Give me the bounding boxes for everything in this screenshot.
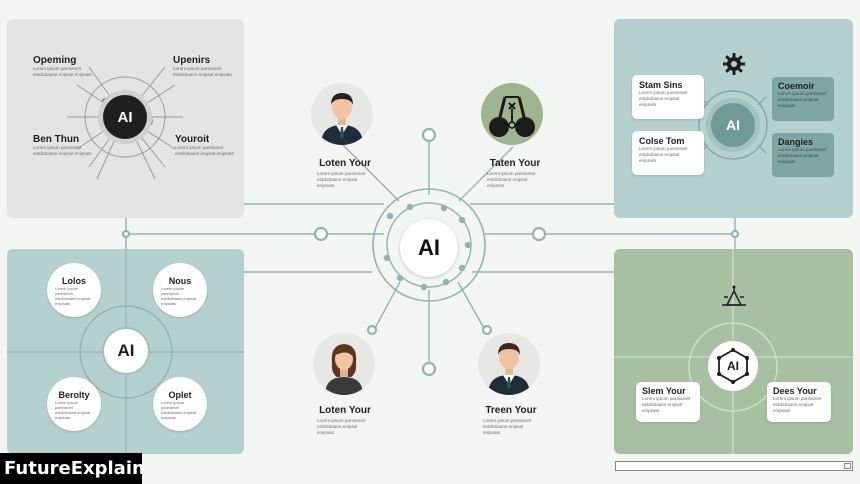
- bubble-slem-your: Slem Your Lorem ipsum pareiamet estdicti…: [636, 382, 700, 422]
- person-2-caption: Taten Your Lorem ipsum pareiamet estdict…: [487, 158, 541, 188]
- hub-label: AI: [117, 108, 133, 126]
- ai-chip-icon: [717, 348, 749, 384]
- person-4-caption: Treen Your Lorem ipsum pareiamet estdict…: [483, 405, 537, 435]
- bubble-colse-tom: Colse Tom Lorem ipsum pareiamet estdicti…: [632, 131, 704, 175]
- person-icon: [325, 344, 363, 395]
- item-ben-thun: Ben Thun Lorem ipsum pareiamet estdictia…: [33, 134, 92, 156]
- hub-label: AI: [117, 341, 135, 360]
- tag-dangies: Dangies Lorem ipsum pareiamet estdictiaa…: [772, 133, 834, 177]
- panel-top-right-lines: [698, 90, 768, 160]
- panel-top-left: AI Opeming Lorem ipsum pareiamet estdict…: [7, 19, 244, 218]
- panel-bottom-left: AI Lolos Lorem ipsum pareiamet estdictia…: [7, 249, 244, 454]
- horizontal-scrollbar[interactable]: [615, 461, 853, 471]
- person-icon: [321, 93, 363, 145]
- hub-label: AI: [726, 117, 740, 133]
- item-upenirs: Upenirs Lorem ipsum pareiamet estdictiaa…: [173, 55, 232, 77]
- avatar-person-3: [313, 333, 375, 395]
- item-youroit: Youroit Lorem ipsum pareiamet estdictiaa…: [175, 134, 234, 156]
- gear-icon: [723, 53, 745, 75]
- panel-bottom-right-hub: AI: [708, 341, 758, 391]
- person-3-caption: Loten Your Lorem ipsum pareiamet estdict…: [317, 405, 371, 435]
- scrollbar-thumb[interactable]: [844, 463, 851, 469]
- central-ai-label: AI: [418, 235, 440, 260]
- bubble-stam-sins: Stam Sins Lorem ipsum pareiamet estdicti…: [632, 75, 704, 119]
- panel-top-left-hub: AI: [103, 95, 147, 139]
- person-icon: [488, 343, 530, 395]
- hub-label: AI: [727, 359, 739, 373]
- person-1-caption: Loten Your Lorem ipsum pareiamet estdict…: [317, 158, 371, 188]
- panel-top-right: AI Stam Sins Lorem ipsum pareiamet estdi…: [614, 19, 853, 218]
- panel-top-right-hub: AI: [711, 103, 755, 147]
- avatar-person-2: [481, 83, 543, 145]
- item-opeming: Opeming Lorem ipsum pareiamet estdictiaa…: [33, 55, 92, 77]
- avatar-person-4: [478, 333, 540, 395]
- circle-berolty: Berolty Lorem ipsum pareiamet estdictiaa…: [47, 377, 101, 431]
- circle-oplet: Oplet Lorem ipsum pareiamet estdictiaans…: [153, 377, 207, 431]
- circle-lolos: Lolos Lorem ipsum pareiamet estdictiaans…: [47, 263, 101, 317]
- panel-bottom-right: AI Slem Your Lorem ipsum pareiamet estdi…: [614, 249, 853, 454]
- bubble-dees-your: Dees Your Lorem ipsum pareiamet estdicti…: [767, 382, 831, 422]
- circle-nous: Nous Lorem ipsum pareiamet estdictiaans …: [153, 263, 207, 317]
- tag-coemoir: Coemoir Lorem ipsum pareiamet estdictiaa…: [772, 77, 834, 121]
- panel-bottom-left-hub: AI: [104, 329, 148, 373]
- person-raising-hands-icon: [489, 96, 535, 137]
- central-ai-hub: AI: [400, 219, 458, 277]
- robot-icon: [722, 285, 746, 306]
- avatar-person-1: [311, 83, 373, 145]
- brand-logo: FutureExplain: [0, 453, 145, 484]
